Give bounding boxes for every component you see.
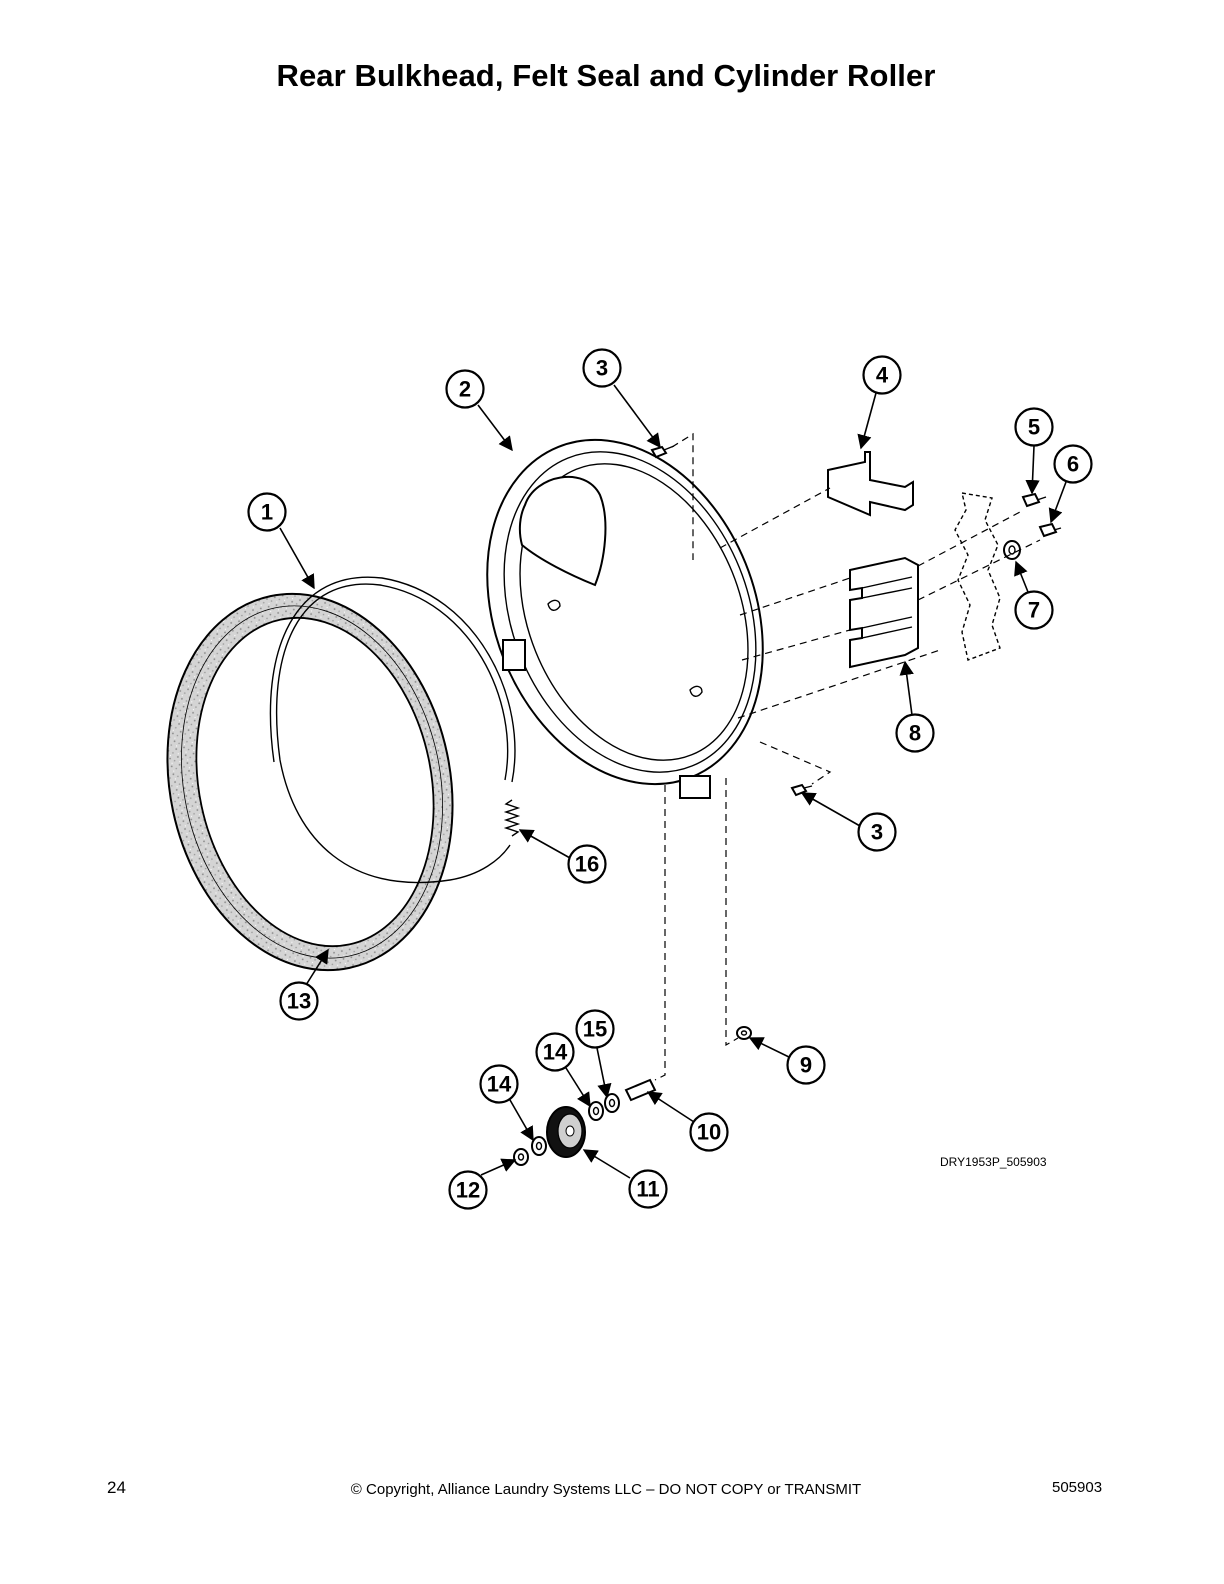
callout-8: 8: [895, 713, 935, 753]
callout-3-upper: 3: [582, 348, 622, 388]
svg-text:10: 10: [697, 1120, 721, 1145]
callout-15: 15: [575, 1009, 615, 1049]
svg-text:2: 2: [459, 377, 471, 402]
callout-4: 4: [862, 355, 902, 395]
callout-7: 7: [1014, 590, 1054, 630]
screw-lower: [790, 783, 813, 797]
page-title: Rear Bulkhead, Felt Seal and Cylinder Ro…: [276, 58, 936, 93]
callout-5: 5: [1014, 407, 1054, 447]
svg-text:4: 4: [876, 363, 889, 388]
svg-text:13: 13: [287, 989, 311, 1014]
svg-text:14: 14: [487, 1072, 512, 1097]
upper-bracket: [827, 451, 914, 517]
svg-text:14: 14: [543, 1040, 568, 1065]
svg-text:7: 7: [1028, 598, 1040, 623]
cylinder-roller: [546, 1106, 586, 1158]
footer-copyright: © Copyright, Alliance Laundry Systems LL…: [350, 1481, 862, 1498]
callout-9: 9: [786, 1045, 826, 1085]
washer-14-lower: [531, 1136, 547, 1156]
rear-bulkhead: [486, 438, 764, 799]
leader-lines: [279, 384, 1067, 1179]
callout-13: 13: [279, 981, 319, 1021]
callout-14-upper: 14: [535, 1032, 575, 1072]
felt-seal: [166, 592, 454, 972]
callout-12: 12: [448, 1170, 488, 1210]
washer-14-upper: [588, 1101, 604, 1121]
callout-14-lower: 14: [479, 1064, 519, 1104]
callout-11: 11: [628, 1169, 668, 1209]
svg-text:3: 3: [871, 820, 883, 845]
svg-text:5: 5: [1028, 415, 1040, 440]
washer-9: [736, 1026, 752, 1040]
retaining-clip-12: [513, 1148, 529, 1166]
washer-15: [604, 1093, 620, 1113]
svg-text:12: 12: [456, 1178, 480, 1203]
callout-16: 16: [567, 844, 607, 884]
callout-1: 1: [247, 492, 287, 532]
svg-text:8: 8: [909, 721, 921, 746]
cabinet-wall-fragment: [954, 492, 1001, 661]
tension-spring: [503, 799, 521, 837]
callout-6: 6: [1053, 444, 1093, 484]
bolt-5: [1021, 492, 1047, 508]
footer-document-number: 505903: [1052, 1479, 1103, 1496]
callout-2: 2: [445, 369, 485, 409]
svg-text:16: 16: [575, 852, 599, 877]
seal-retaining-ring: [269, 576, 516, 884]
roller-shaft: [624, 1078, 657, 1102]
callout-10: 10: [689, 1112, 729, 1152]
svg-text:15: 15: [583, 1017, 607, 1042]
bolt-6: [1038, 522, 1062, 538]
footer-page-number: 24: [107, 1478, 126, 1497]
callout-3-lower: 3: [857, 812, 897, 852]
assembly-lines: [654, 432, 1041, 1081]
svg-text:11: 11: [636, 1177, 659, 1202]
svg-text:3: 3: [596, 356, 608, 381]
svg-text:9: 9: [800, 1053, 812, 1078]
drawing-code: DRY1953P_505903: [940, 1155, 1047, 1169]
svg-text:1: 1: [261, 500, 273, 525]
svg-text:6: 6: [1067, 452, 1079, 477]
screw-upper: [650, 445, 675, 459]
roller-bracket: [849, 556, 919, 669]
